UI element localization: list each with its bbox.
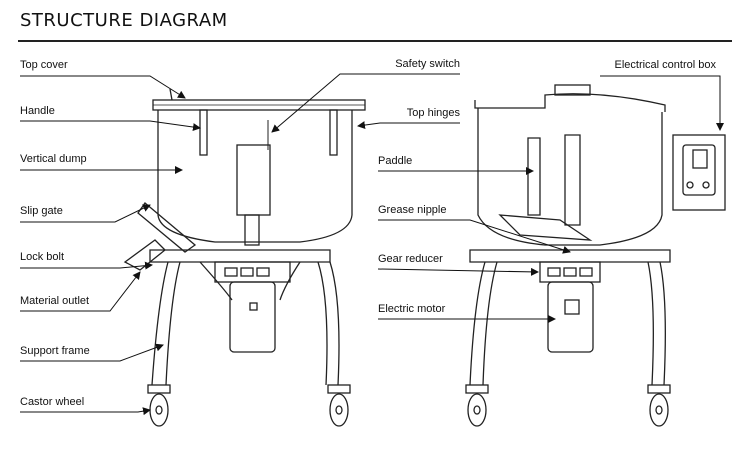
right-paddle: [527, 137, 541, 216]
leader-lines: [20, 73, 724, 416]
leader-grease-nipple: [378, 219, 571, 254]
right-open-cover: [474, 93, 666, 112]
label-material-outlet: Material outlet: [20, 295, 90, 307]
left-motor: [229, 281, 276, 353]
label-grease-nipple: Grease nipple: [378, 204, 447, 216]
leader-support-frame: [20, 343, 164, 362]
left-hopper: [157, 110, 353, 243]
title-underline: [18, 40, 732, 42]
leader-electrical-control-box: [600, 75, 724, 131]
right-motor: [547, 281, 594, 353]
leader-lock-bolt: [20, 261, 153, 270]
left-handle: [199, 109, 208, 156]
left-machine: [123, 88, 366, 427]
right-machine: [465, 84, 726, 427]
leader-gear-reducer: [377, 267, 539, 276]
label-lock-bolt: Lock bolt: [20, 251, 65, 263]
leader-slip-gate: [20, 204, 151, 223]
label-paddle: Paddle: [378, 155, 413, 167]
leader-castor-wheel: [20, 407, 151, 416]
leader-handle: [20, 120, 201, 131]
diagram-title: STRUCTURE DIAGRAM: [20, 10, 228, 31]
right-frame: [469, 249, 671, 263]
label-electric-motor: Electric motor: [378, 303, 446, 315]
label-support-frame: Support frame: [20, 345, 90, 357]
right-gear-reducer: [539, 261, 601, 283]
right-hopper: [477, 108, 663, 246]
label-handle: Handle: [20, 105, 55, 117]
leader-top-hinges: [357, 121, 460, 130]
label-electrical-control-box: Electrical control box: [614, 59, 717, 71]
label-vertical-dump: Vertical dump: [20, 153, 87, 165]
label-slip-gate: Slip gate: [20, 205, 63, 217]
left-center-column: [236, 144, 271, 216]
left-castor-wheel-1: [149, 393, 169, 427]
label-castor-wheel: Castor wheel: [20, 396, 85, 408]
left-frame: [149, 249, 331, 263]
label-top-hinges: Top hinges: [406, 107, 460, 119]
leader-safety-switch: [271, 73, 460, 133]
right-castor-wheel-2: [649, 393, 669, 427]
label-top-cover: Top cover: [20, 59, 68, 71]
label-safety-switch: Safety switch: [395, 58, 460, 70]
right-castor-wheel-1: [467, 393, 487, 427]
left-castor-wheel-2: [329, 393, 349, 427]
leader-material-outlet: [20, 271, 141, 312]
label-gear-reducer: Gear reducer: [378, 253, 443, 265]
right-control-box: [672, 134, 726, 211]
leader-top-cover: [20, 75, 186, 99]
